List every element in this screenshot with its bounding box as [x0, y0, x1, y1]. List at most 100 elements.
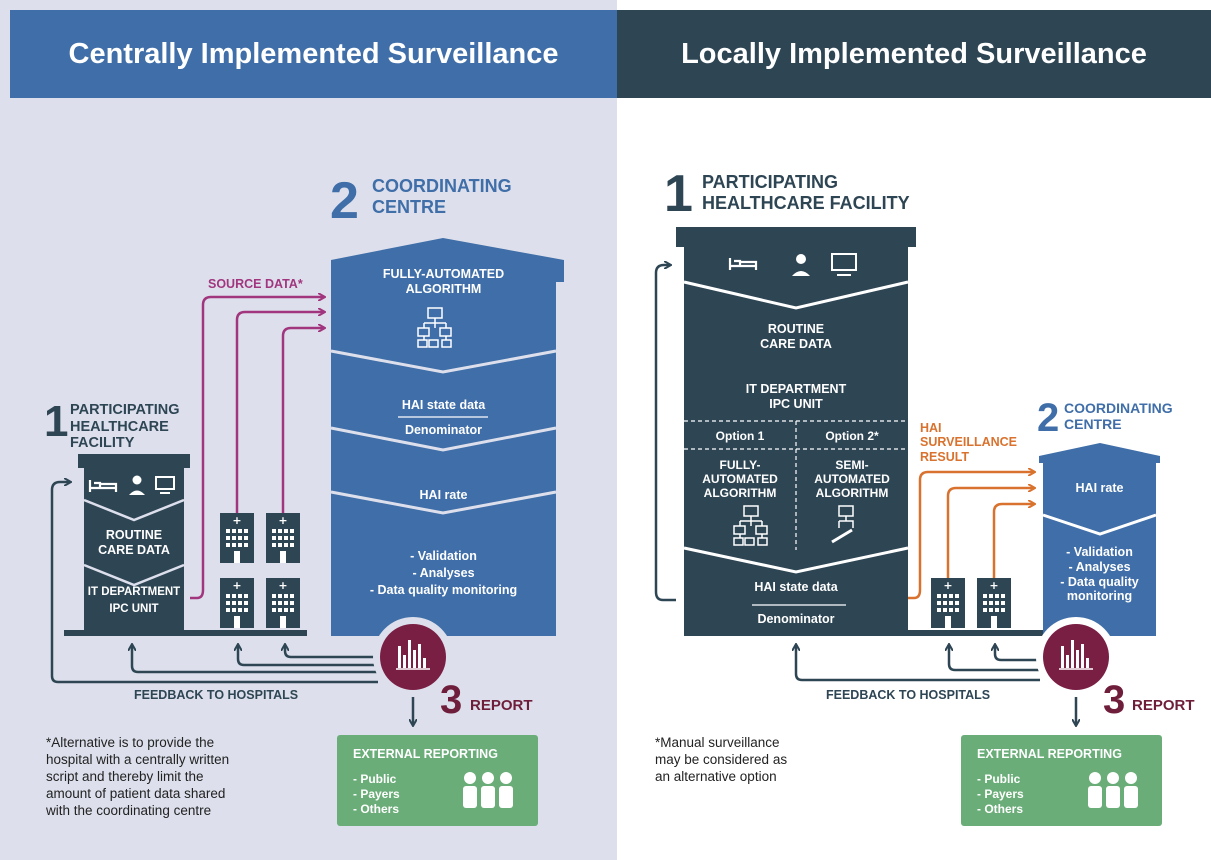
right-hai-rate: HAI rate [1075, 481, 1124, 495]
left-footnote-line: script and thereby limit the [46, 769, 204, 784]
hospital-icon [977, 578, 1011, 628]
right-coord-list-line: - Data quality [1060, 574, 1139, 589]
right-routine-line: CARE DATA [760, 336, 832, 351]
right-report-label: REPORT [1132, 697, 1195, 714]
left-facility-title-line: HEALTHCARE [70, 418, 169, 435]
right-option1-algo: FULLY- AUTOMATED ALGORITHM [684, 458, 796, 500]
left-external-title: EXTERNAL REPORTING [353, 747, 498, 761]
left-external-item: - Payers [353, 787, 400, 801]
left-state-data: HAI state data [401, 398, 486, 412]
right-option2-algo-line: AUTOMATED [814, 472, 890, 487]
left-coord-number: 2 [330, 172, 359, 230]
right-result-line: RESULT [920, 449, 970, 464]
right-coord-list-line: - Analyses [1068, 559, 1131, 574]
left-algo-line: FULLY-AUTOMATED [382, 267, 505, 281]
right-coord-list-line: monitoring [1066, 589, 1133, 604]
right-option1-algo-line: ALGORITHM [703, 486, 777, 501]
right-facility-title-line: PARTICIPATING [702, 172, 838, 192]
left-it-line: IPC UNIT [109, 602, 159, 615]
right-routine-label: ROUTINE CARE DATA [684, 322, 908, 352]
right-result-line: SURVEILLANCE [920, 435, 1018, 450]
right-external-item: - Payers [977, 787, 1024, 801]
monitor-icon [155, 476, 175, 494]
left-footnote-line: *Alternative is to provide the [46, 735, 215, 750]
right-coord-title: COORDINATING CENTRE [1064, 400, 1173, 432]
right-state-data: HAI state data [754, 580, 838, 594]
left-report-icon [373, 617, 453, 697]
left-dq: - Data quality monitoring [369, 583, 518, 597]
left-it-label: IT DEPARTMENT IPC UNIT [84, 586, 184, 616]
right-it-line: IT DEPARTMENT [745, 382, 847, 396]
right-result-line: HAI [920, 421, 942, 435]
right-denominator: Denominator [757, 612, 835, 626]
right-external-item: - Others [977, 802, 1024, 816]
right-footnote-line: *Manual surveillance [655, 735, 780, 750]
left-source-data-label: SOURCE DATA* [208, 277, 303, 291]
left-feedback-label: FEEDBACK TO HOSPITALS [134, 688, 299, 702]
semi-automated-algorithm-icon [831, 505, 854, 544]
left-coord-title: COORDINATING CENTRE [372, 176, 512, 217]
doctor-icon [792, 254, 810, 276]
right-option2-algo-line: ALGORITHM [815, 486, 889, 501]
right-option2-label: Option 2* [825, 429, 879, 443]
left-it-line: IT DEPARTMENT [87, 586, 181, 598]
right-facility-number: 1 [664, 165, 693, 223]
right-footnote-line: may be considered as [655, 752, 788, 767]
left-external-list: - Public - Payers - Others [353, 772, 400, 817]
right-feedback-label: FEEDBACK TO HOSPITALS [826, 688, 991, 702]
right-external-list: - Public - Payers - Others [977, 772, 1024, 817]
left-source-data-arrows [190, 297, 324, 600]
right-coord-list: - Validation - Analyses - Data quality m… [1043, 545, 1156, 604]
left-coordinating-centre-shape [330, 238, 564, 636]
right-it-line: IPC UNIT [769, 396, 823, 411]
left-facility-title-line: PARTICIPATING [70, 402, 180, 418]
left-algo-label: FULLY-AUTOMATED ALGORITHM [331, 267, 556, 297]
left-validation: - Validation [410, 549, 477, 563]
left-external-item: - Public [353, 772, 397, 786]
left-coord-title-line: CENTRE [372, 196, 447, 217]
right-routine-line: ROUTINE [767, 322, 825, 336]
right-report-number: 3 [1103, 678, 1126, 722]
right-option2-algo-line: SEMI- [835, 458, 869, 472]
left-facility-shape [64, 454, 307, 636]
left-report-number: 3 [440, 678, 463, 722]
right-facility-shape [676, 227, 1043, 636]
left-footnote-line: amount of patient data shared [46, 786, 226, 801]
people-icon [1088, 772, 1138, 808]
doctor-icon [129, 475, 145, 495]
right-external-item: - Public [977, 772, 1021, 786]
right-loop-arrow [654, 265, 676, 602]
hospital-icon [266, 513, 300, 563]
left-routine-line: CARE DATA [98, 542, 170, 557]
left-footnote-line: hospital with a centrally written [46, 752, 230, 767]
left-denominator: Denominator [404, 423, 483, 437]
left-hai-rate: HAI rate [419, 488, 468, 502]
left-analyses: - Analyses [412, 566, 475, 580]
people-icon [463, 772, 513, 808]
left-facility-number: 1 [44, 397, 69, 446]
right-coord-title-line: COORDINATING [1064, 400, 1173, 416]
right-coord-list-line: - Validation [1066, 545, 1133, 559]
left-footnote: *Alternative is to provide the hospital … [46, 734, 229, 819]
left-coord-title-line: COORDINATING [372, 176, 512, 196]
right-footnote: *Manual surveillance may be considered a… [655, 734, 787, 785]
left-routine-label: ROUTINE CARE DATA [84, 528, 184, 558]
right-result-label: HAI SURVEILLANCE RESULT [920, 421, 1017, 464]
right-it-label: IT DEPARTMENT IPC UNIT [684, 382, 908, 412]
right-coord-title-line: CENTRE [1064, 416, 1122, 433]
hospital-icon [931, 578, 965, 628]
right-header: Locally Implemented Surveillance [617, 10, 1211, 98]
right-coord-number: 2 [1037, 396, 1060, 440]
left-header: Centrally Implemented Surveillance [10, 10, 617, 98]
left-feedback-arrows [50, 482, 413, 725]
left-footnote-line: with the coordinating centre [46, 803, 212, 818]
monitor-icon [831, 253, 857, 276]
right-footnote-line: an alternative option [655, 769, 777, 784]
right-option1-algo-line: FULLY- [719, 458, 761, 472]
left-facility-title-line: FACILITY [70, 435, 135, 452]
right-result-arrows [908, 472, 1034, 600]
right-option1-algo-line: AUTOMATED [702, 472, 778, 487]
hospital-icon [266, 578, 300, 628]
